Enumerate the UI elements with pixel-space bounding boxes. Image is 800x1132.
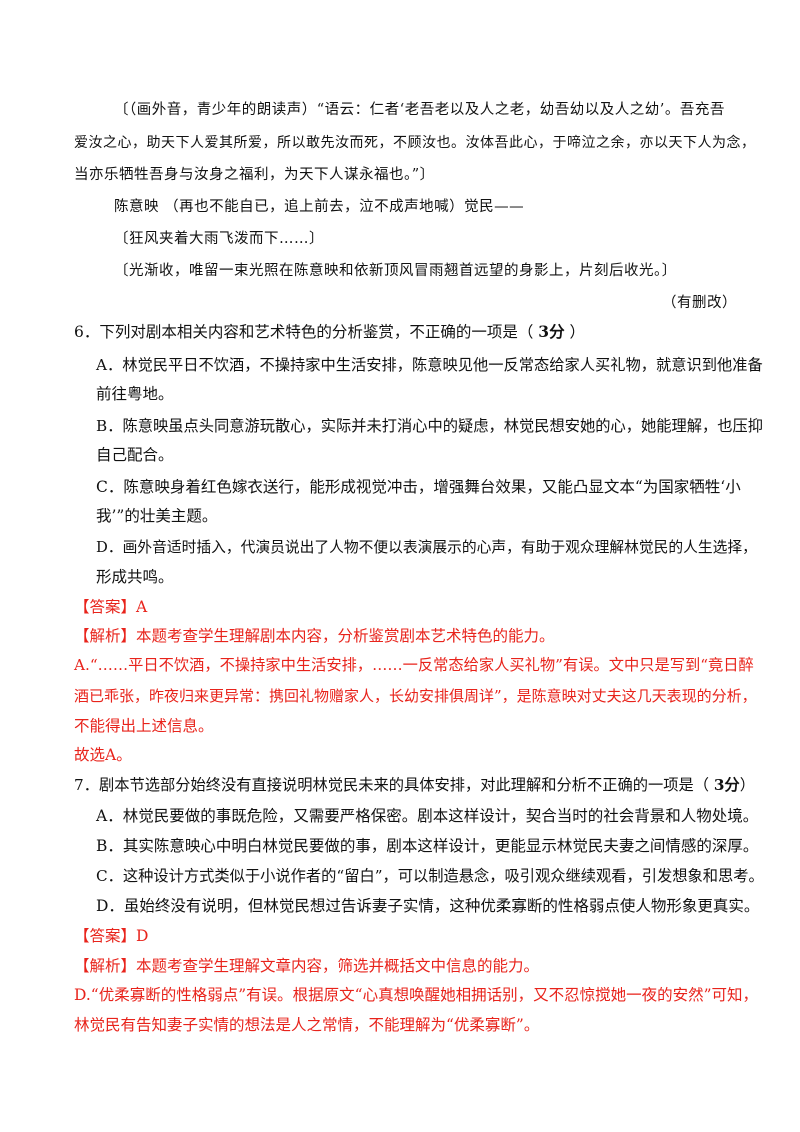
q6-conclusion: 故选A。 [74, 746, 132, 764]
q6-option-c: C．陈意映身着红色嫁衣送行，能形成视觉冲击，增强舞台效果，又能凸显文本“为国家牺… [96, 478, 741, 496]
q6-explanation: 酒已乖张，昨夜归来更异常：携回礼物赠家人，长幼安排俱周详”，是陈意映对丈夫这几天… [74, 687, 757, 705]
source-note: （有删改） [662, 295, 737, 311]
q6-option-a: A．林觉民平日不饮酒，不操持家中生活安排，陈意映见他一反常态给家人买礼物，就意识… [96, 356, 763, 374]
question-7-stem: 7．剧本节选部分始终没有直接说明林觉民未来的具体安排，对此理解和分析不正确的一项… [74, 776, 755, 794]
script-line: 爱汝之心，助天下人爱其所爱，所以敢先汝而死，不顾汝也。汝体吾此心，于啼泣之余，亦… [74, 135, 756, 151]
script-stage-direction: 〔狂风夹着大雨飞泼而下……〕 [114, 231, 324, 247]
q6-option-a-cont: 前往粤地。 [96, 385, 174, 403]
q7-answer: 【答案】D [74, 927, 149, 945]
q7-option-c: C．这种设计方式类似于小说作者的“留白”，可以制造悬念，吸引观众继续观看，引发想… [96, 867, 764, 885]
q7-option-d: D．虽始终没有说明，但林觉民想过告诉妻子实情，这种优柔寡断的性格弱点使人物形象更… [96, 897, 760, 915]
script-stage-direction: 〔光渐收，唯留一束光照在陈意映和依新顶风冒雨翘首远望的身影上，片刻后收光。〕 [114, 263, 677, 279]
score-mark: 3分 [538, 322, 565, 341]
script-line: 〔（画外音，青少年的朗读声）“语云：仁者‘老吾老以及人之老，幼吾幼以及人之幼’。… [114, 102, 725, 118]
q7-explanation: D.“优柔寡断的性格弱点”有误。根据原文“心真想唤醒她相拥话别，又不忍惊搅她一夜… [74, 986, 759, 1004]
q6-option-c-cont: 我’”的壮美主题。 [96, 507, 218, 525]
q6-explanation: A.“……平日不饮酒，不操持家中生活安排，……一反常态给家人买礼物”有误。文中只… [74, 656, 754, 674]
q6-explanation: 不能得出上述信息。 [74, 717, 214, 735]
q7-option-a: A．林觉民要做的事既危险，又需要严格保密。剧本这样设计，契合当时的社会背景和人物… [96, 807, 759, 825]
script-line: 陈意映 （再也不能自已，追上前去，泣不成声地喊）觉民—— [114, 199, 525, 215]
question-6-stem: 6．下列对剧本相关内容和艺术特色的分析鉴赏，不正确的一项是（ 3分 ） [74, 322, 586, 341]
q6-option-b-cont: 自己配合。 [96, 446, 174, 464]
q6-option-d-cont: 形成共鸣。 [96, 568, 174, 586]
q7-analysis: 【解析】本题考查学生理解文章内容，筛选并概括文中信息的能力。 [74, 957, 540, 975]
q7-option-b: B．其实陈意映心中明白林觉民要做的事，剧本这样设计，更能显示林觉民夫妻之间情感的… [96, 837, 759, 855]
q6-analysis: 【解析】本题考查学生理解剧本内容，分析鉴赏剧本艺术特色的能力。 [74, 627, 555, 645]
q6-option-d: D．画外音适时插入，代演员说出了人物不便以表演展示的心声，有助于观众理解林觉民的… [96, 539, 757, 556]
q7-explanation: 林觉民有告知妻子实情的想法是人之常情，不能理解为“优柔寡断”。 [74, 1016, 540, 1034]
script-line: 当亦乐牺牲吾身与汝身之福利，为天下人谋永福也。”〕 [74, 167, 435, 183]
q6-option-b: B．陈意映虽点头同意游玩散心，实际并未打消心中的疑虑，林觉民想安她的心，她能理解… [96, 417, 763, 435]
q6-answer: 【答案】A [74, 598, 148, 616]
score-mark: 3分 [713, 776, 740, 794]
